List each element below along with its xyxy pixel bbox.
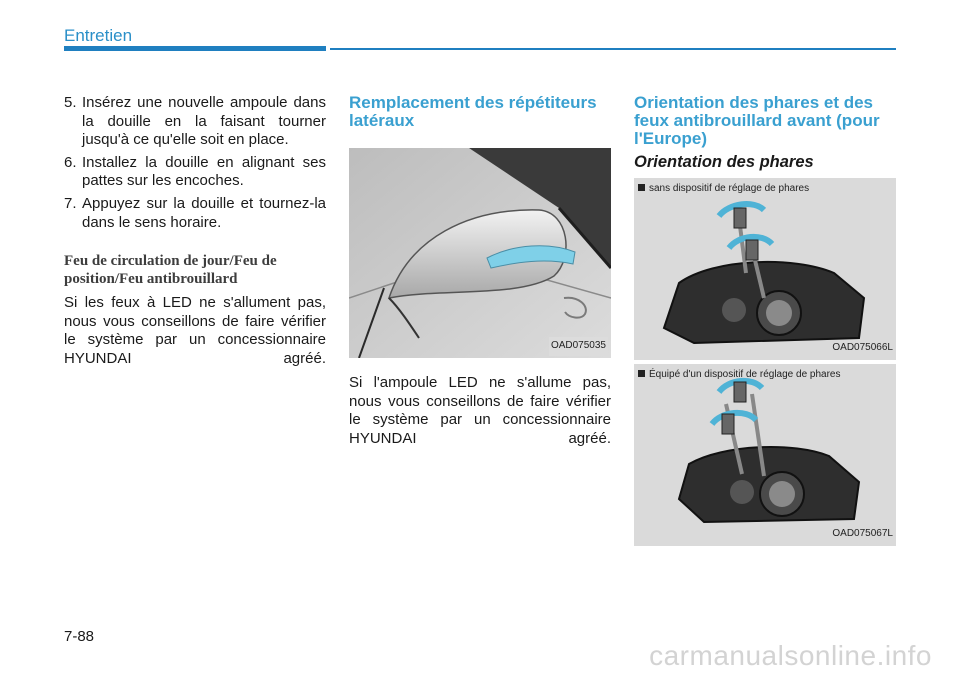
step-number: 5. (64, 94, 77, 111)
figure-note: sans dispositif de réglage de phares (638, 180, 809, 199)
page-number: 7-88 (64, 628, 95, 645)
subsection-title-headlamp-aiming: Orientation des phares (634, 153, 814, 171)
watermark: carmanualsonline.info (649, 640, 932, 671)
paragraph-repeater: Si l'ampoule LED ne s'allume pas, nous v… (349, 374, 611, 447)
header-rule-thick (64, 46, 326, 51)
column-right: Orientation des phares et des feux antib… (634, 94, 896, 546)
subhead-led-lights: Feu de circulation de jour/Feu de positi… (64, 253, 277, 288)
figure-note-text: Équipé d'un dispositif de réglage de pha… (649, 369, 841, 380)
headlamp-illustration (634, 178, 896, 360)
step-text: Insérez une nouvelle ampoule dans la dou… (82, 94, 326, 149)
column-middle: Remplacement des répétiteurs latéraux OA… (349, 94, 611, 448)
step-number: 6. (64, 153, 77, 171)
step-text: Appuyez sur la douille et tournez-la dan… (82, 194, 326, 231)
figure-code: OAD075035 (548, 337, 608, 356)
headlamp-illustration (634, 364, 896, 546)
column-left: 5. Insérez une nouvelle ampoule dans la d… (64, 94, 326, 369)
section-title-aiming: Orientation des phares et des feux antib… (634, 93, 880, 148)
figure-note-text: sans dispositif de réglage de phares (649, 183, 810, 194)
figure-headlamp-no-leveling: sans dispositif de réglage de phares OAD… (634, 178, 896, 360)
paragraph-led-lights: Si les feux à LED ne s'allument pas, nou… (64, 294, 326, 367)
figure-code: OAD075066L (832, 342, 893, 354)
side-mirror-illustration (349, 148, 611, 358)
header-rule-thin (330, 48, 896, 50)
step-text: Installez la douille en alignant ses pat… (82, 153, 326, 190)
step-number: 7. (64, 194, 77, 212)
figure-note: Équipé d'un dispositif de réglage de pha… (638, 366, 841, 385)
step-7: 7. Appuyez sur la douille et tournez-la d… (64, 195, 326, 232)
figure-headlamp-with-leveling: Équipé d'un dispositif de réglage de pha… (634, 364, 896, 546)
bullet-square-icon (638, 370, 645, 377)
figure-code: OAD075067L (832, 528, 893, 540)
step-5: 5. Insérez une nouvelle ampoule dans la d… (64, 94, 326, 150)
figure-side-mirror: OAD075035 (349, 148, 611, 358)
section-title-repeaters: Remplacement des répétiteurs latéraux (349, 93, 597, 130)
section-header-title: Entretien (64, 26, 133, 45)
bullet-square-icon (638, 184, 645, 191)
step-6: 6. Installez la douille en alignant ses p… (64, 154, 326, 191)
